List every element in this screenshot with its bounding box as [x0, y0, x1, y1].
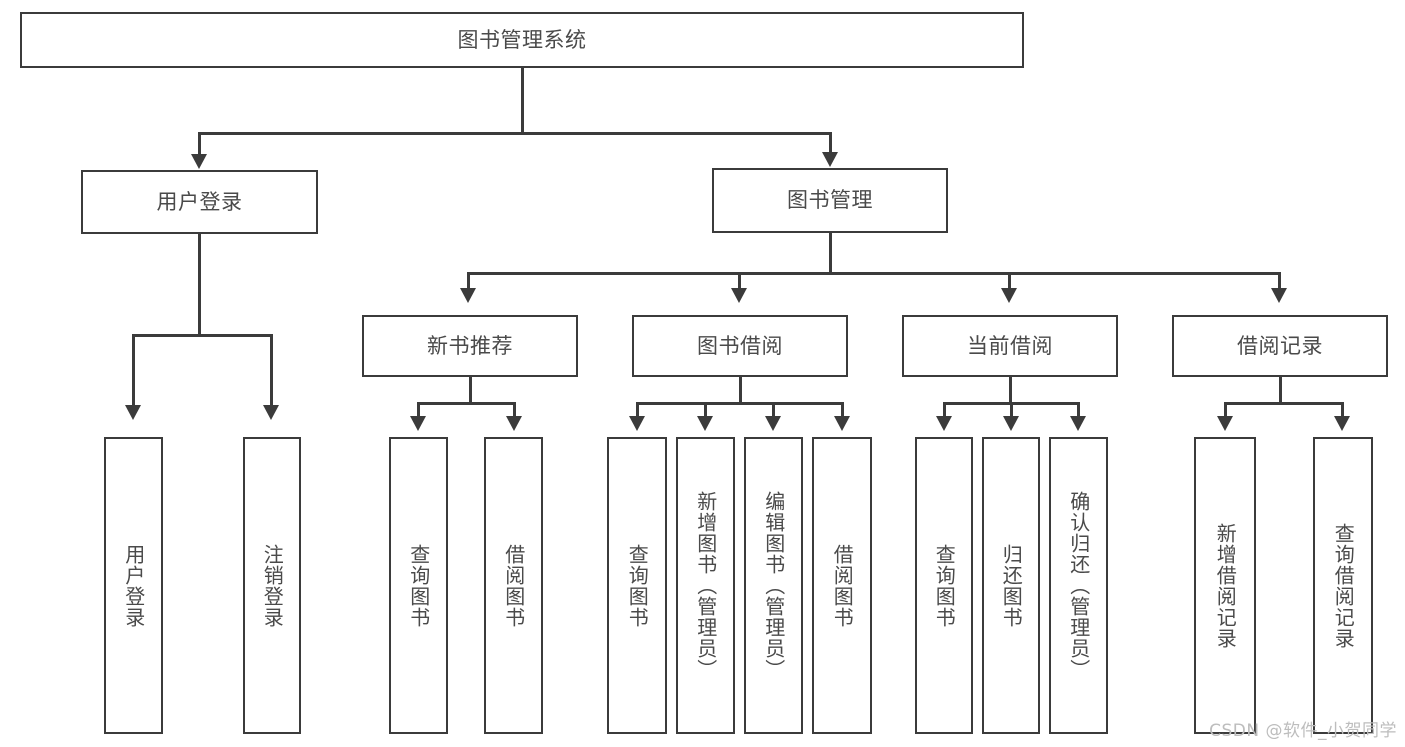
- arrow-root-to-user-login: [191, 154, 207, 169]
- arrow-current-leaf2: [1003, 416, 1019, 431]
- node-label: 用户登录: [121, 543, 146, 628]
- arrow-book-mgmt-to-borrow: [731, 288, 747, 303]
- node-label: 注销登录: [260, 543, 285, 628]
- node-label: 新增图书（管理员）: [693, 491, 718, 680]
- leaf-search-book-current[interactable]: 查询图书: [915, 437, 973, 734]
- connector-book-mgmt-to-current: [1008, 272, 1011, 290]
- arrow-borrow-leaf1: [629, 416, 645, 431]
- node-label: 查询借阅记录: [1331, 522, 1356, 649]
- connector-current-leaf1: [943, 402, 946, 418]
- connector-current-leaf2: [1010, 402, 1013, 418]
- connector-user-login-bus: [132, 334, 272, 337]
- node-user-login[interactable]: 用户登录: [81, 170, 318, 234]
- arrow-user-login-leaf1: [125, 405, 141, 420]
- node-new-book-recommend[interactable]: 新书推荐: [362, 315, 578, 377]
- connector-borrow-leaf4: [841, 402, 844, 418]
- arrow-newbook-leaf1: [410, 416, 426, 431]
- connector-user-login-leaf1: [132, 334, 135, 407]
- arrow-current-leaf1: [936, 416, 952, 431]
- node-label: 编辑图书（管理员）: [761, 491, 786, 680]
- connector-book-mgmt-to-records: [1278, 272, 1281, 290]
- node-label: 查询图书: [625, 543, 650, 628]
- node-label: 新书推荐: [427, 333, 513, 358]
- arrow-borrow-leaf3: [765, 416, 781, 431]
- connector-newbook-leaf1: [417, 402, 420, 418]
- node-label: 归还图书: [999, 543, 1024, 628]
- connector-newbook-leaf2: [513, 402, 516, 418]
- leaf-add-book-admin[interactable]: 新增图书（管理员）: [676, 437, 735, 734]
- connector-newbook-stem: [469, 377, 472, 404]
- leaf-add-borrow-record[interactable]: 新增借阅记录: [1194, 437, 1256, 734]
- node-label: 查询图书: [406, 543, 431, 628]
- connector-current-leaf3: [1077, 402, 1080, 418]
- connector-book-mgmt-to-newbook: [467, 272, 470, 290]
- node-current-borrow[interactable]: 当前借阅: [902, 315, 1118, 377]
- leaf-borrow-book[interactable]: 借阅图书: [812, 437, 872, 734]
- arrow-records-leaf2: [1334, 416, 1350, 431]
- connector-book-mgmt-bus: [467, 272, 1281, 275]
- connector-records-bus: [1224, 402, 1344, 405]
- node-label: 查询图书: [932, 543, 957, 628]
- connector-records-stem: [1279, 377, 1282, 404]
- node-label: 确认归还（管理员）: [1066, 491, 1091, 680]
- connector-borrow-leaf3: [772, 402, 775, 418]
- leaf-user-login[interactable]: 用户登录: [104, 437, 163, 734]
- leaf-search-borrow-record[interactable]: 查询借阅记录: [1313, 437, 1373, 734]
- connector-root-stem: [521, 68, 524, 134]
- node-label: 图书借阅: [697, 333, 783, 358]
- arrow-book-mgmt-to-current: [1001, 288, 1017, 303]
- connector-current-stem: [1009, 377, 1012, 404]
- node-label: 当前借阅: [967, 333, 1053, 358]
- connector-borrow-leaf1: [636, 402, 639, 418]
- leaf-search-book-borrow[interactable]: 查询图书: [607, 437, 667, 734]
- connector-user-login-stem: [198, 234, 201, 335]
- connector-records-leaf2: [1341, 402, 1344, 418]
- connector-borrow-bus: [636, 402, 844, 405]
- connector-book-mgmt-to-borrow: [738, 272, 741, 290]
- leaf-borrow-book-newbook[interactable]: 借阅图书: [484, 437, 543, 734]
- arrow-borrow-leaf4: [834, 416, 850, 431]
- node-root-system[interactable]: 图书管理系统: [20, 12, 1024, 68]
- node-label: 用户登录: [156, 189, 243, 214]
- node-borrow-records[interactable]: 借阅记录: [1172, 315, 1388, 377]
- arrow-root-to-book-mgmt: [822, 152, 838, 167]
- connector-borrow-leaf2: [704, 402, 707, 418]
- node-label: 图书管理: [787, 188, 873, 213]
- arrow-user-login-leaf2: [263, 405, 279, 420]
- arrow-current-leaf3: [1070, 416, 1086, 431]
- connector-newbook-bus: [417, 402, 516, 405]
- node-label: 借阅图书: [501, 543, 526, 628]
- arrow-book-mgmt-to-newbook: [460, 288, 476, 303]
- arrow-newbook-leaf2: [506, 416, 522, 431]
- leaf-confirm-return-admin[interactable]: 确认归还（管理员）: [1049, 437, 1108, 734]
- connector-user-login-leaf2: [270, 334, 273, 407]
- connector-borrow-stem: [739, 377, 742, 404]
- arrow-borrow-leaf2: [697, 416, 713, 431]
- node-book-management[interactable]: 图书管理: [712, 168, 948, 233]
- arrow-book-mgmt-to-records: [1271, 288, 1287, 303]
- leaf-search-book-newbook[interactable]: 查询图书: [389, 437, 448, 734]
- leaf-return-book[interactable]: 归还图书: [982, 437, 1040, 734]
- connector-root-bus: [198, 132, 832, 135]
- node-book-borrow[interactable]: 图书借阅: [632, 315, 848, 377]
- leaf-edit-book-admin[interactable]: 编辑图书（管理员）: [744, 437, 803, 734]
- connector-root-to-user-login: [198, 132, 201, 156]
- arrow-records-leaf1: [1217, 416, 1233, 431]
- node-label: 借阅图书: [830, 543, 855, 628]
- leaf-logout[interactable]: 注销登录: [243, 437, 301, 734]
- connector-book-mgmt-stem: [829, 233, 832, 274]
- node-label: 图书管理系统: [457, 27, 587, 52]
- connector-root-to-book-mgmt: [829, 132, 832, 154]
- connector-records-leaf1: [1224, 402, 1227, 418]
- node-label: 新增借阅记录: [1213, 522, 1238, 649]
- node-label: 借阅记录: [1237, 333, 1323, 358]
